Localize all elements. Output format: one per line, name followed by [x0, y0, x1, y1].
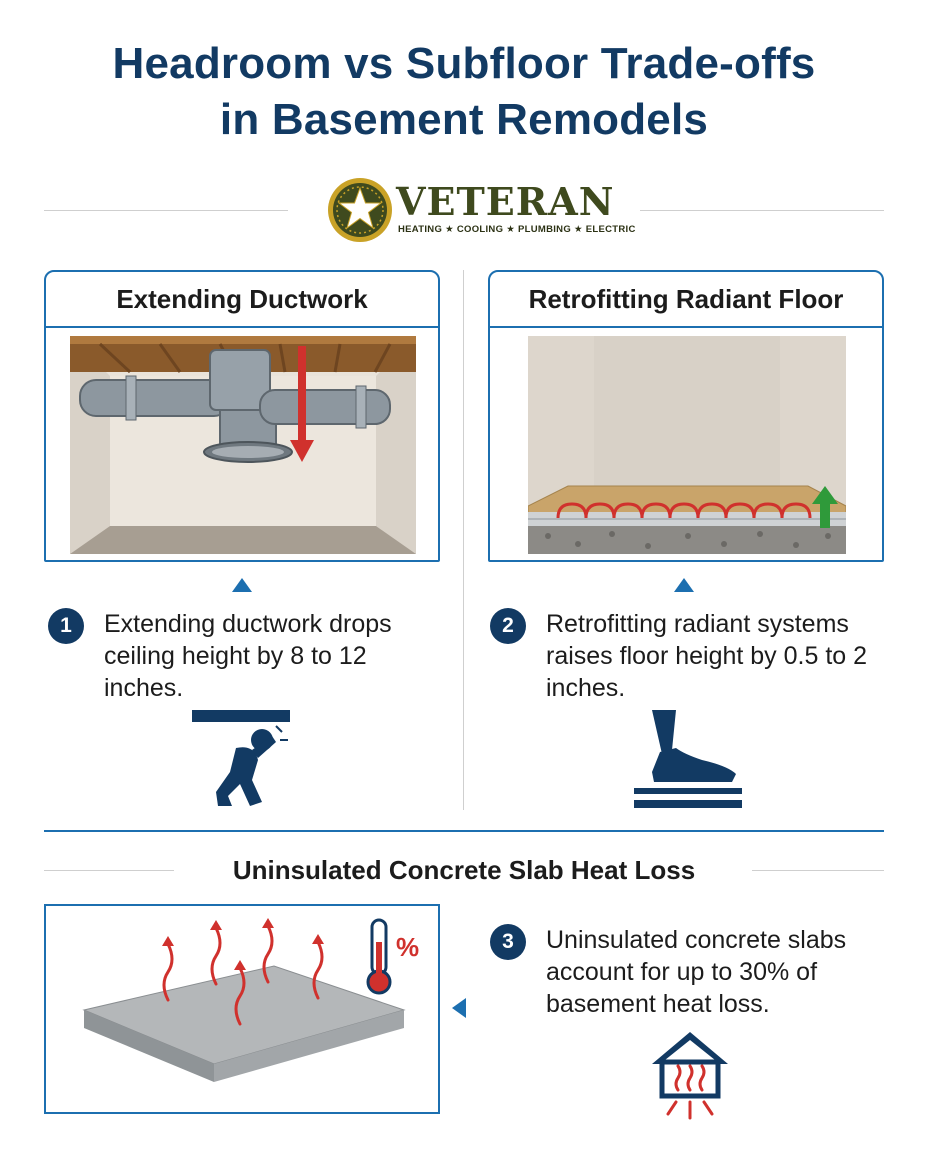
- column-divider: [463, 270, 464, 810]
- step-number-1: 1: [48, 608, 84, 644]
- thermometer-percent-label: %: [396, 932, 419, 962]
- brand-name: VETERAN: [396, 179, 615, 224]
- slab-illustration-box: %: [44, 904, 440, 1114]
- step-number-2: 2: [490, 608, 526, 644]
- caret-left-3: [452, 998, 466, 1018]
- section-description: Uninsulated concrete slabs account for u…: [546, 926, 847, 1018]
- page-title: Headroom vs Subfloor Trade-offs in Basem…: [0, 36, 928, 148]
- card-ductwork-description: Extending ductwork drops ceiling height …: [104, 610, 392, 702]
- star-badge-icon: [328, 178, 392, 242]
- divider-left: [44, 210, 288, 211]
- brand-tagline: HEATING ★ COOLING ★ PLUMBING ★ ELECTRIC: [398, 224, 636, 235]
- section-rule: [44, 830, 884, 832]
- card-ductwork: Extending Ductwork: [44, 270, 440, 562]
- caret-up-1: [232, 578, 252, 592]
- radiant-floor-illustration: [528, 336, 846, 554]
- house-heat-loss-icon: [652, 1032, 728, 1120]
- title-line-1: Headroom vs Subfloor Trade-offs: [112, 39, 816, 88]
- section-heading: Uninsulated Concrete Slab Heat Loss: [232, 855, 696, 885]
- step-number-3: 3: [490, 924, 526, 960]
- card-ductwork-heading: Extending Ductwork: [46, 272, 438, 328]
- concrete-slab-illustration: %: [82, 918, 419, 1082]
- ductwork-illustration: [70, 336, 416, 554]
- section-divider-right: [752, 870, 884, 871]
- foot-step-icon: [634, 710, 742, 808]
- caret-up-2: [674, 578, 694, 592]
- title-line-2: in Basement Remodels: [219, 95, 709, 144]
- divider-right: [640, 210, 884, 211]
- card-radiant-floor-heading: Retrofitting Radiant Floor: [490, 272, 882, 328]
- section-divider-left: [44, 870, 174, 871]
- card-radiant-floor-description: Retrofitting radiant systems raises floo…: [546, 610, 868, 702]
- brand-logo: VETERAN HEATING ★ COOLING ★ PLUMBING ★ E…: [326, 176, 635, 248]
- card-radiant-floor: Retrofitting Radiant Floor: [488, 270, 884, 562]
- crouching-person-icon: [192, 710, 290, 806]
